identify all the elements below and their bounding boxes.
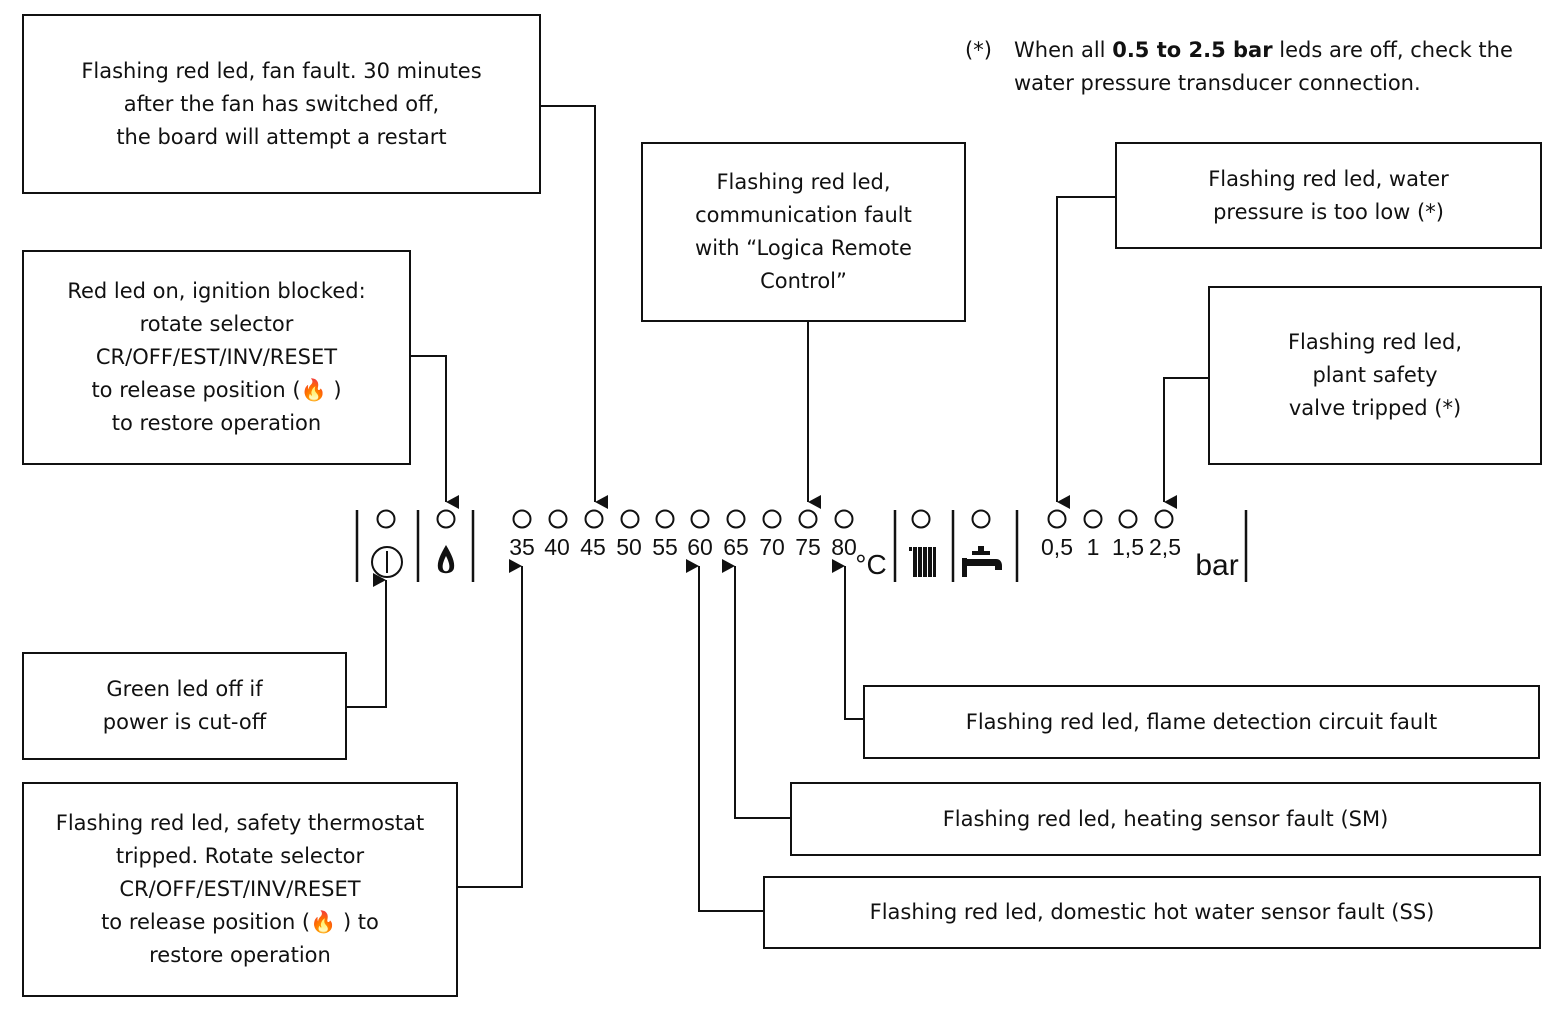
connector-power-cut	[346, 573, 387, 708]
callout-heating-sensor: Flashing red led, heating sensor fault (…	[790, 782, 1541, 856]
connector-safety-thermostat	[457, 559, 523, 888]
temp-unit: °C	[855, 549, 887, 580]
temp-label: 50	[616, 534, 642, 560]
led-temp-70	[762, 509, 782, 529]
led-bar-1	[1083, 509, 1103, 529]
led-heating	[911, 509, 931, 529]
tap-icon	[962, 546, 1002, 577]
pressure-label: 0,5	[1041, 534, 1073, 560]
pressure-unit: bar	[1195, 549, 1239, 582]
temp-label: 65	[723, 534, 749, 560]
pressure-label: 1	[1086, 534, 1100, 560]
temp-label: 60	[687, 534, 713, 560]
temp-label: 35	[509, 534, 535, 560]
note-line-2: water pressure transducer connection.	[1014, 71, 1421, 95]
note-asterisk: (*)	[965, 38, 992, 62]
callout-ignition-blocked: Red led on, ignition blocked:rotate sele…	[22, 250, 411, 465]
led-temp-80	[834, 509, 854, 529]
connector-water-pressure	[1056, 196, 1115, 509]
led-temp-65	[726, 509, 746, 529]
temp-label: 45	[580, 534, 606, 560]
connector-ignition-blocked	[410, 355, 459, 509]
led-bar-25	[1154, 509, 1174, 529]
connector-dhw-sensor	[686, 559, 763, 912]
power-icon	[371, 546, 403, 578]
led-power	[376, 509, 396, 529]
led-temp-75	[798, 509, 818, 529]
temp-label: 75	[795, 534, 821, 560]
connector-heating-sensor	[722, 559, 790, 819]
led-temp-55	[655, 509, 675, 529]
led-bar-05	[1047, 509, 1067, 529]
connector-flame-detection	[832, 559, 863, 720]
led-bar-15	[1118, 509, 1138, 529]
connector-fan-fault	[540, 105, 608, 509]
led-temp-40	[548, 509, 568, 529]
pressure-label: 2,5	[1149, 534, 1181, 560]
connector-plant-safety	[1163, 377, 1209, 509]
led-temp-50	[620, 509, 640, 529]
temp-label: 40	[544, 534, 570, 560]
temp-label: 70	[759, 534, 785, 560]
led-dhw	[971, 509, 991, 529]
led-temp-60	[690, 509, 710, 529]
temp-label: 55	[652, 534, 678, 560]
flame-icon	[437, 545, 455, 574]
pressure-label: 1,5	[1112, 534, 1144, 560]
led-temp-45	[584, 509, 604, 529]
temp-label: 80	[831, 534, 857, 560]
callout-dhw-sensor: Flashing red led, domestic hot water sen…	[763, 876, 1541, 949]
led-temp-35	[512, 509, 532, 529]
radiator-icon	[909, 547, 936, 577]
callout-flame-detection: Flashing red led, flame detection circui…	[863, 685, 1540, 759]
note-line-1: When all 0.5 to 2.5 bar leds are off, ch…	[1014, 38, 1513, 62]
led-flame	[436, 509, 456, 529]
